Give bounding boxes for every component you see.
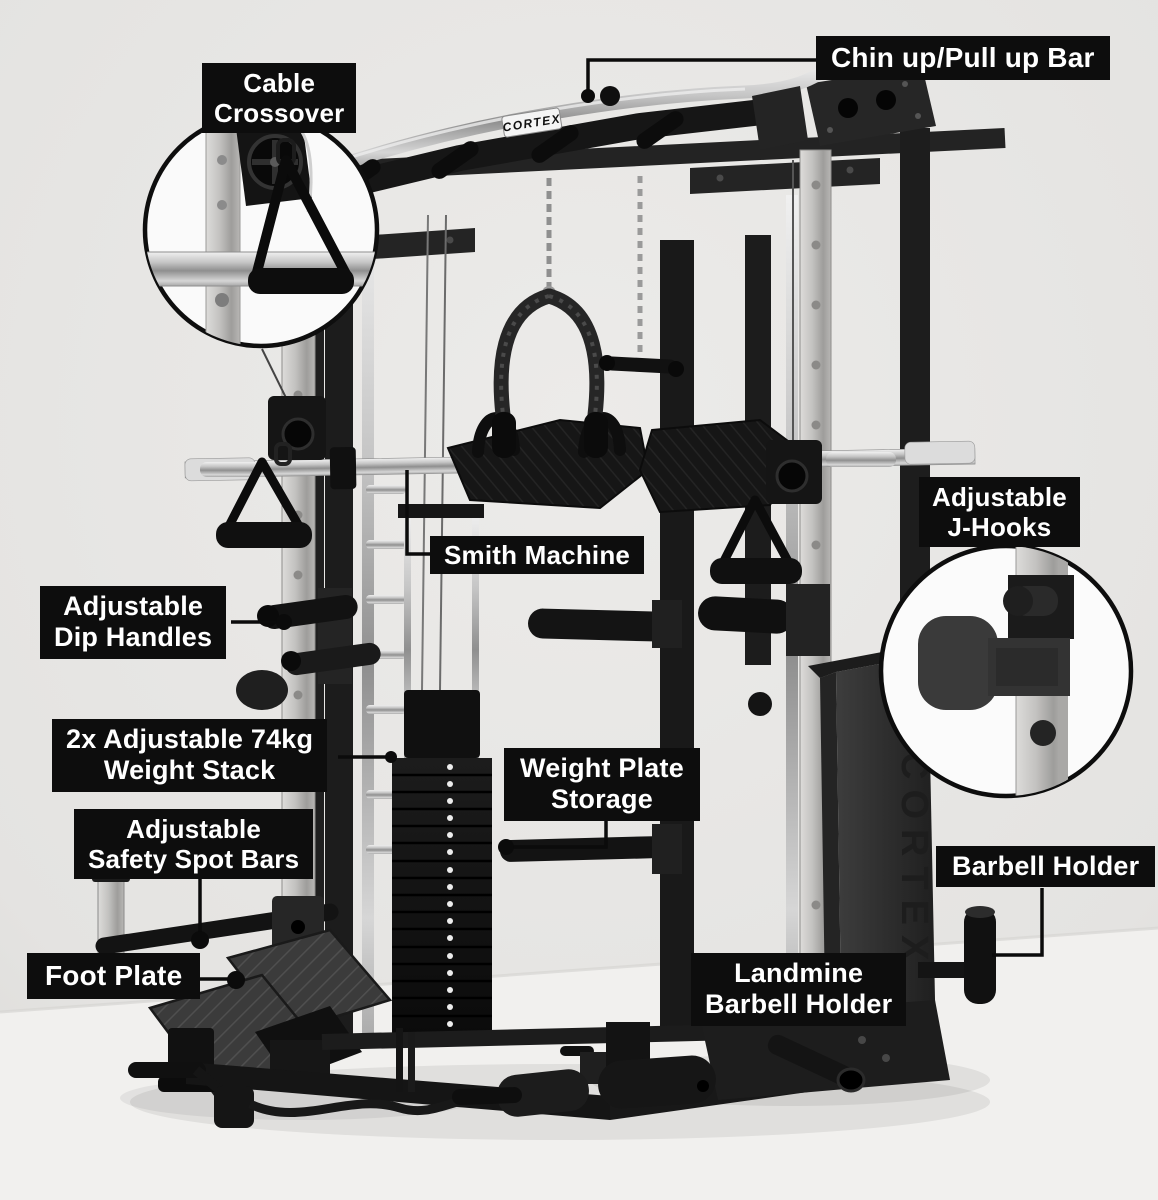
cortex-bar-badge: CORTEX <box>501 107 563 138</box>
cortex-side-logo: CORTEX <box>893 752 935 970</box>
inset-j-hook <box>918 616 998 710</box>
chain-handle <box>599 176 684 377</box>
cable-crossover-right <box>710 440 896 584</box>
leader-dots <box>191 89 595 989</box>
label-chin-up-pull-up-bar: Chin up/Pull up Bar <box>816 36 1110 81</box>
chin-up-bar-chrome <box>323 57 839 175</box>
leader-chin-up <box>586 58 817 92</box>
smith-guide-rail-left <box>362 200 374 1045</box>
cable-crossover-left <box>200 348 326 548</box>
label-smith-machine: Smith Machine <box>430 536 645 575</box>
weight-stack <box>392 504 492 1035</box>
label-cable-crossover: Cable Crossover <box>202 63 357 134</box>
label-adjustable-safety-spot-bars: Adjustable Safety Spot Bars <box>74 809 314 880</box>
inset-cable-crossover <box>142 111 380 349</box>
label-weight-plate-storage: Weight Plate Storage <box>504 748 700 821</box>
leader-storage <box>512 820 608 849</box>
label-adjustable-weight-stack: 2x Adjustable 74kg Weight Stack <box>52 719 328 792</box>
inset-j-hooks <box>878 543 1134 799</box>
label-foot-plate: Foot Plate <box>27 953 201 1000</box>
foam-roller-attachment <box>497 1046 716 1117</box>
chin-up-assembly: CORTEX <box>298 57 839 209</box>
weight-plate-storage-horn <box>500 824 682 874</box>
right-pegs <box>528 584 830 716</box>
landmine-row-handle <box>128 1028 522 1128</box>
barbell-holder <box>918 906 996 1004</box>
landmine-sleeve <box>767 1034 866 1093</box>
label-adjustable-j-hooks: Adjustable J-Hooks <box>919 477 1080 548</box>
tricep-rope <box>492 178 608 458</box>
leader-smith-machine <box>405 470 430 556</box>
label-barbell-holder: Barbell Holder <box>936 846 1156 888</box>
leader-barbell-holder <box>992 888 1044 957</box>
label-adjustable-dip-handles: Adjustable Dip Handles <box>40 586 227 659</box>
label-landmine-barbell-holder: Landmine Barbell Holder <box>691 953 907 1026</box>
